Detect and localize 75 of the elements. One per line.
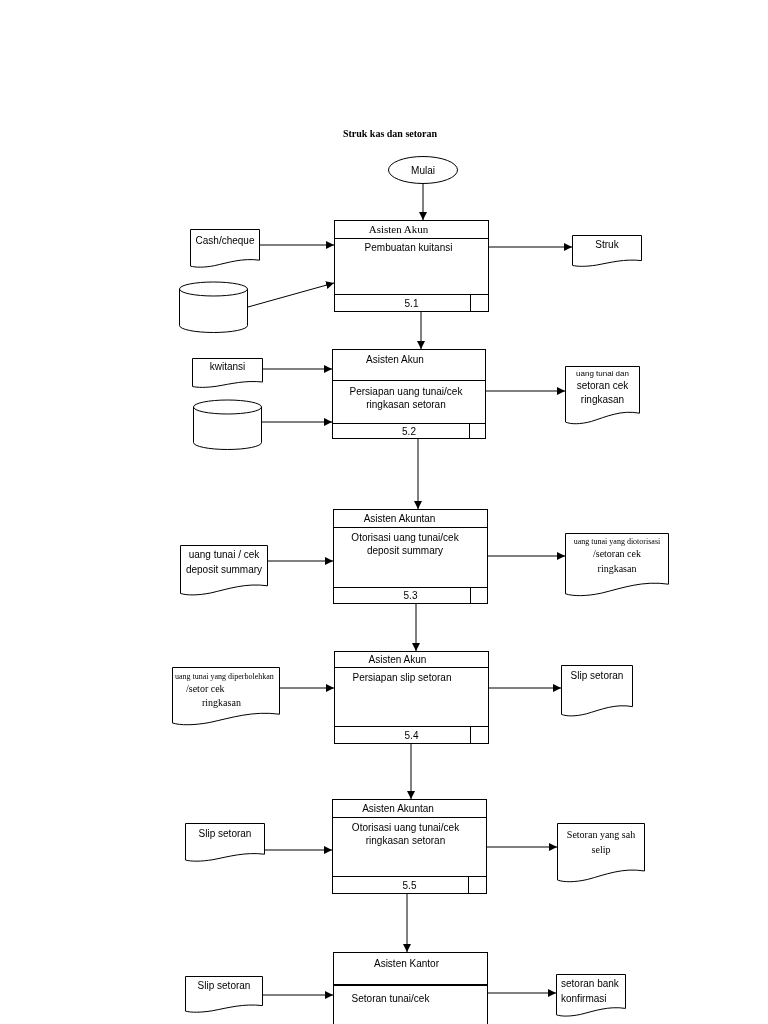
document-shape — [185, 823, 265, 863]
process-box — [332, 799, 487, 894]
process-box — [332, 349, 486, 439]
process-number: 5.4 — [404, 729, 419, 741]
document-label: uang tunai dan — [576, 369, 629, 380]
role-heading: Asisten Kantor — [373, 957, 439, 970]
arrow — [486, 843, 558, 851]
document-label: Slip setoran — [570, 669, 624, 682]
document-shape — [565, 366, 640, 426]
process-label: Persiapan slip setoran — [352, 671, 452, 684]
diagram-title: Struk kas dan setoran — [342, 127, 438, 140]
arrow — [247, 281, 335, 308]
arrow — [487, 552, 566, 560]
process-label: Otorisasi uang tunai/cek deposit summary — [350, 531, 460, 557]
document-label: uang tunai / cek deposit summary — [184, 548, 264, 577]
process-number: 5.2 — [402, 425, 416, 437]
arrow — [412, 603, 420, 652]
arrow — [267, 557, 334, 565]
document-shape — [572, 235, 642, 268]
document-label: Slip setoran — [198, 827, 252, 840]
document-shape — [561, 665, 633, 718]
document-shape — [185, 976, 263, 1014]
arrow — [488, 243, 573, 251]
document-shape — [556, 974, 626, 1018]
arrow — [414, 438, 422, 510]
arrow — [488, 684, 562, 692]
document-label: setoran bank konfirmasi — [561, 977, 620, 1006]
document-label: Slip setoran — [197, 979, 251, 992]
arrow — [259, 241, 335, 249]
document-label: Cash/cheque — [195, 234, 255, 247]
document-label: setoran cek ringkasan — [575, 379, 630, 408]
arrow — [407, 743, 415, 800]
document-shape — [180, 545, 268, 597]
process-box — [334, 220, 489, 312]
process-label: Otorisasi uang tunai/cek ringkasan setoran — [350, 821, 461, 847]
document-label: uang tunai yang diotorisasi — [573, 537, 661, 548]
process-label: Persiapan uang tunai/cek ringkasan setoran — [348, 385, 464, 411]
database-cylinder — [193, 400, 262, 450]
process-number: 5.5 — [402, 879, 417, 891]
role-heading: Asisten Akuntan — [363, 512, 436, 525]
document-label: Setoran yang sah selip — [565, 828, 637, 857]
arrow — [487, 989, 557, 997]
process-box — [334, 651, 489, 744]
document-label: /setor cek ringkasan — [186, 682, 242, 711]
document-label: kwitansi — [209, 360, 246, 373]
arrow — [403, 893, 411, 953]
document-shape — [565, 533, 669, 598]
database-cylinder — [179, 282, 248, 333]
document-shape — [557, 823, 645, 884]
role-heading: Asisten Akun — [368, 222, 429, 237]
arrow — [262, 991, 334, 999]
document-shape — [172, 667, 280, 727]
arrow — [279, 684, 335, 692]
document-shape — [192, 358, 263, 389]
role-heading: Asisten Akun — [368, 653, 427, 666]
arrow — [262, 365, 333, 373]
role-heading: Asisten Akun — [366, 353, 424, 366]
process-label: Setoran tunai/cek — [351, 992, 430, 1005]
role-heading: Asisten Akuntan — [362, 802, 434, 815]
process-number: 5.3 — [403, 590, 418, 601]
process-number: 5.1 — [404, 297, 419, 309]
document-shape — [190, 229, 260, 269]
arrow — [264, 846, 333, 854]
process-label: Pembuatan kuitansi — [364, 241, 453, 254]
arrow — [419, 183, 427, 221]
document-label: /setoran cek ringkasan — [591, 547, 642, 576]
document-label: Struk — [595, 238, 619, 251]
arrow — [261, 418, 333, 426]
document-label: uang tunai yang diperbolehkan — [175, 672, 274, 683]
arrow — [485, 387, 566, 395]
start-label: Mulai — [411, 163, 435, 177]
start-ellipse — [388, 156, 458, 184]
arrow — [417, 311, 425, 350]
process-box — [333, 509, 488, 604]
process-box — [333, 952, 488, 1024]
